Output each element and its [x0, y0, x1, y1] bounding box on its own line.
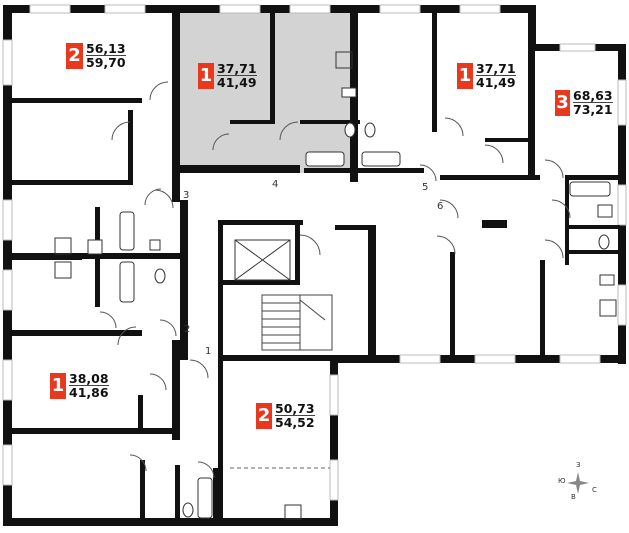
- windows: [2, 4, 627, 501]
- living-area: 41,49: [217, 75, 257, 91]
- elevator-shaft: [234, 239, 291, 281]
- rooms-badge: 1: [50, 372, 66, 399]
- doors: [99, 81, 571, 479]
- living-area: 59,70: [86, 55, 126, 71]
- compass-north: З: [576, 461, 581, 469]
- door-number-6: 6: [437, 201, 444, 212]
- kitchen-stoves: [54, 51, 617, 520]
- door-number-4: 4: [272, 179, 279, 190]
- apartment-label-selected[interactable]: 1 37,71 41,49: [198, 62, 257, 89]
- total-area: 37,71: [217, 61, 257, 76]
- apartment-label-top-right[interactable]: 3 68,63 73,21: [555, 89, 613, 116]
- rooms-badge: 2: [66, 42, 83, 69]
- compass-south: В: [571, 493, 576, 501]
- compass-west: Ю: [558, 477, 566, 485]
- total-area: 68,63: [573, 88, 613, 103]
- rooms-badge: 3: [555, 89, 570, 116]
- total-area: 50,73: [275, 401, 315, 416]
- rooms-badge: 1: [198, 62, 214, 89]
- sinks: [87, 87, 615, 286]
- staircase: [261, 294, 333, 351]
- toilets: [154, 122, 610, 518]
- apartment-label-top-center-right[interactable]: 1 37,71 41,49: [457, 62, 516, 89]
- compass-icon: [567, 472, 589, 494]
- compass-rose: З Ю С В: [556, 461, 600, 501]
- living-area: 41,49: [476, 75, 516, 91]
- living-area: 41,86: [69, 385, 109, 401]
- door-number-5: 5: [422, 182, 429, 193]
- rooms-badge: 1: [457, 62, 473, 89]
- door-number-3: 3: [183, 190, 190, 201]
- living-area: 54,52: [275, 415, 315, 431]
- rooms-badge: 2: [256, 402, 272, 429]
- door-number-2: 2: [184, 324, 191, 335]
- door-number-1: 1: [205, 346, 212, 357]
- selected-apartment-fill[interactable]: [180, 12, 357, 173]
- apartment-label-bottom-center[interactable]: 2 50,73 54,52: [256, 402, 315, 429]
- apartment-label-left-middle[interactable]: 1 38,08 41,86: [50, 372, 109, 399]
- total-area: 38,08: [69, 371, 109, 386]
- total-area: 56,13: [86, 41, 126, 56]
- bathtubs: [119, 151, 611, 519]
- living-area: 73,21: [573, 102, 613, 118]
- apartment-label-top-left[interactable]: 2 56,13 59,70: [66, 42, 126, 69]
- total-area: 37,71: [476, 61, 516, 76]
- compass-east: С: [592, 486, 597, 494]
